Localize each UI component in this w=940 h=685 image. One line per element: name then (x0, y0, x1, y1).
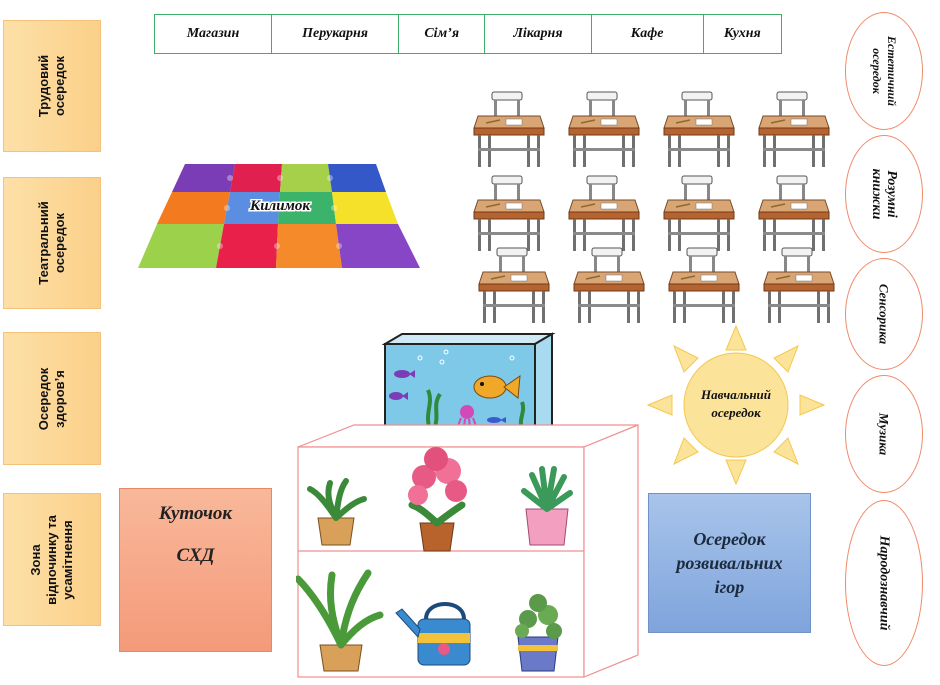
games-center-label: Осередок розвивальних ігор (676, 529, 783, 597)
tab-family[interactable]: Сім’я (399, 15, 486, 53)
tab-hairdresser[interactable]: Перукарня (272, 15, 400, 53)
oval-music-label: Музика (876, 412, 892, 456)
corner-tabs: Магазин Перукарня Сім’я Лікарня Кафе Кух… (154, 14, 782, 54)
corner-sxd-box[interactable]: Куточок СХД (119, 488, 272, 652)
plant-bottom-left (296, 569, 384, 672)
plant-bottom-right (515, 594, 562, 672)
tab-shop[interactable]: Магазин (155, 15, 273, 53)
desk-row-2 (473, 175, 830, 252)
oval-sensory-label: Сенсорика (876, 283, 892, 345)
oval-folk-label: Народознавчий (876, 535, 892, 631)
tab-hospital[interactable]: Лікарня (485, 15, 592, 53)
desk-row-1 (473, 91, 830, 168)
desk-row-3 (478, 247, 835, 324)
desks-area (473, 91, 835, 324)
oval-music[interactable]: Музика (845, 375, 923, 493)
tab-kitchen[interactable]: Кухня (723, 26, 761, 41)
oval-sensory[interactable]: Сенсорика (845, 258, 923, 370)
plant-top-right (521, 466, 573, 546)
corner-sxd-line1: Куточок (158, 503, 233, 524)
carpet-tiles (138, 164, 420, 268)
sun-label-line2: осередок (711, 405, 761, 420)
sun-shape[interactable]: Навчальний осередок (646, 322, 826, 488)
corner-sxd-line2: СХД (176, 545, 215, 566)
puzzle-carpet[interactable]: Килимок (130, 158, 430, 278)
plant-top-middle (408, 447, 467, 552)
oval-folk[interactable]: Народознавчий (845, 500, 923, 666)
plant-shelf (296, 424, 639, 678)
watering-can (395, 602, 471, 666)
sun-label-line1: Навчальний (700, 387, 771, 402)
plant-top-left (307, 478, 367, 546)
tab-cafe[interactable]: Кафе (592, 15, 704, 53)
games-center-box[interactable]: Осередок розвивальних ігор (648, 493, 811, 633)
carpet-label: Килимок (249, 198, 310, 214)
